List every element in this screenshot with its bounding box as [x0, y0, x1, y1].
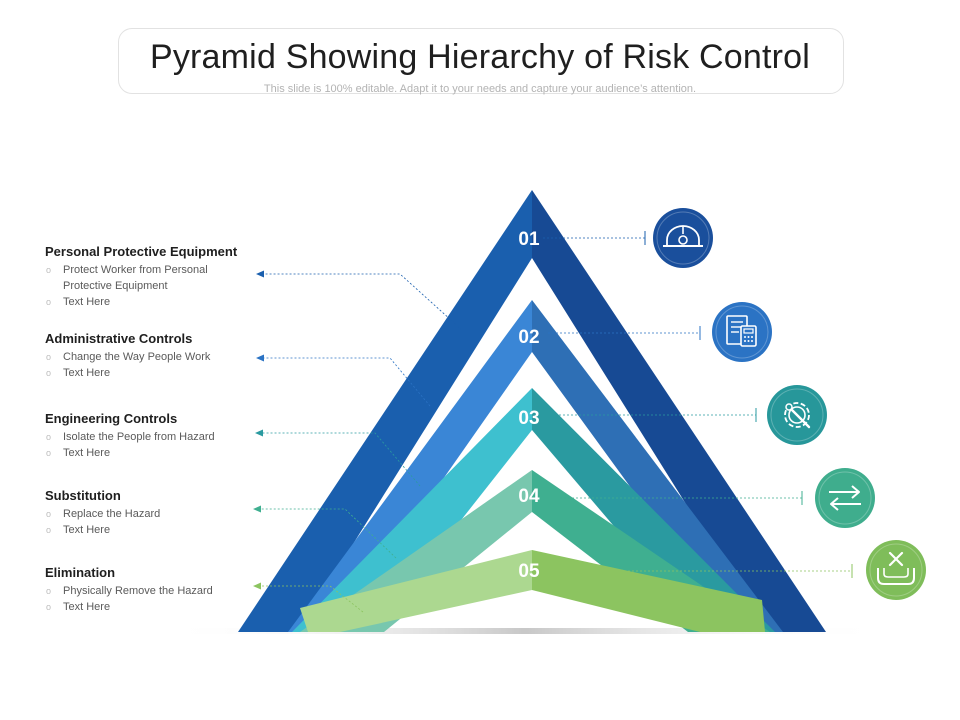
- level-3-bullet-1: Isolate the People from Hazard: [46, 429, 253, 445]
- remove-hazard-icon: [866, 540, 926, 600]
- level-number-05: 05: [518, 561, 540, 582]
- connector-left-1: [262, 273, 463, 331]
- gear-wrench-icon: [767, 385, 827, 445]
- level-2-title: Administrative Controls: [45, 331, 193, 346]
- level-4-bullet-1: Replace the Hazard: [46, 506, 253, 522]
- connector-left-3: [262, 432, 421, 487]
- level-number-02: 02: [518, 327, 539, 348]
- level-5-bullet-1: Physically Remove the Hazard: [46, 583, 253, 599]
- pyramid-level-3: [292, 388, 775, 632]
- level-4-title: Substitution: [45, 488, 121, 503]
- arrowhead-1: [256, 270, 264, 278]
- arrowhead-4: [253, 505, 261, 513]
- ground-shadow: [165, 628, 885, 634]
- page-title: Pyramid Showing Hierarchy of Risk Contro…: [149, 38, 811, 76]
- title-frame: [118, 28, 844, 94]
- connector-left-5: [260, 585, 364, 613]
- level-4-bullet-2: Text Here: [46, 522, 253, 538]
- level-3-title: Engineering Controls: [45, 411, 178, 426]
- level-1-title: Personal Protective Equipment: [45, 244, 238, 259]
- pyramid-level-5: [300, 550, 765, 632]
- level-number-03: 03: [518, 408, 539, 429]
- level-number-01: 01: [518, 229, 540, 250]
- arrowhead-2: [256, 354, 264, 362]
- level-3-bullet-2: Text Here: [46, 445, 253, 461]
- level-number-04: 04: [518, 486, 540, 507]
- pyramid-level-2: [288, 300, 783, 632]
- level-1-bullet-2: Text Here: [46, 294, 253, 310]
- arrowhead-5: [253, 582, 261, 590]
- connector-left-2: [262, 357, 431, 407]
- pyramid-level-1: [238, 190, 826, 632]
- level-5-bullet-2: Text Here: [46, 599, 253, 615]
- level-5-title: Elimination: [45, 565, 116, 580]
- level-1-bullet-1: Protect Worker from Personal Protective …: [46, 262, 253, 294]
- arrowhead-3: [255, 429, 263, 437]
- level-2-bullet-2: Text Here: [46, 365, 253, 381]
- page-subtitle: This slide is 100% editable. Adapt it to…: [263, 83, 697, 95]
- hard-hat-icon: [653, 208, 713, 268]
- level-2-bullet-1: Change the Way People Work: [46, 349, 253, 365]
- swap-arrows-icon: [815, 468, 875, 528]
- document-calculator-icon: [712, 302, 772, 362]
